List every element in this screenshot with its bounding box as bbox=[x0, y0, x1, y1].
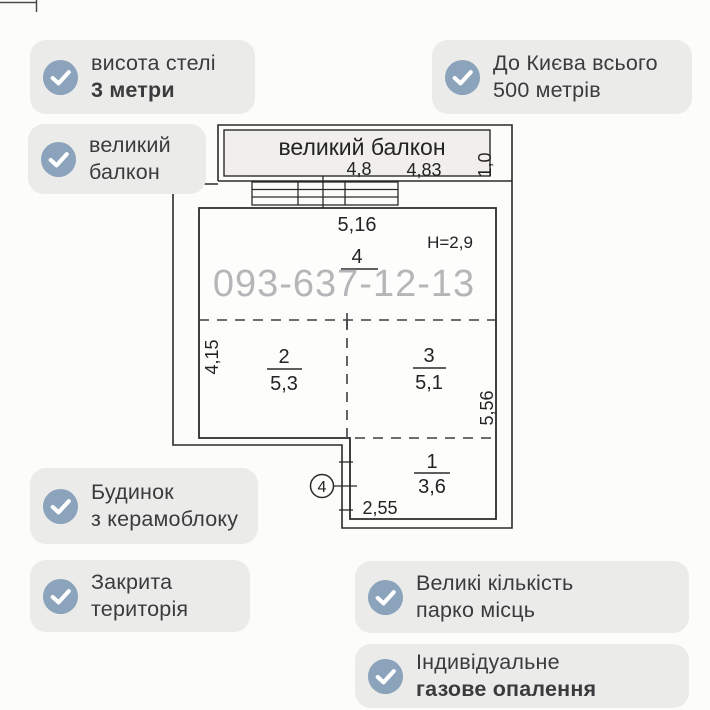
badge-closed-territory: Закрита територія bbox=[30, 560, 250, 632]
badge-kyiv-line2: 500 метрів bbox=[493, 78, 601, 102]
badge-balcony-line2: балкон bbox=[89, 160, 161, 184]
badge-ceiling-line1: висота стелі bbox=[91, 51, 216, 75]
badge-ceramic-house: Будинок з керамоблоку bbox=[30, 468, 258, 544]
room-1-area: 3,6 bbox=[418, 476, 446, 498]
badge-territory-line1: Закрита bbox=[91, 570, 173, 594]
badge-ceiling-text: висота стелі 3 метри bbox=[91, 50, 216, 104]
check-icon bbox=[42, 59, 79, 96]
ceiling-height-label: H=2,9 bbox=[427, 233, 473, 252]
badge-kyiv-line1: До Києва всього bbox=[493, 51, 658, 75]
check-icon bbox=[367, 658, 404, 695]
badge-ceiling-height: висота стелі 3 метри bbox=[30, 40, 255, 114]
check-icon bbox=[42, 578, 79, 615]
room-2-number: 2 bbox=[278, 346, 289, 368]
balcony-window bbox=[251, 176, 399, 217]
phone-watermark: 093-637-12-13 bbox=[213, 263, 475, 305]
badge-large-balcony: великий балкон bbox=[28, 124, 206, 194]
dim-bottom: 2,55 bbox=[362, 498, 397, 518]
badge-kyiv-distance: До Києва всього 500 метрів bbox=[432, 40, 692, 114]
check-icon bbox=[444, 59, 481, 96]
badge-parking-line1: Великі кількість bbox=[416, 571, 574, 595]
badge-parking-line2: парко місць bbox=[416, 598, 536, 622]
badge-territory-line2: територія bbox=[91, 597, 189, 621]
dim-right: 5,56 bbox=[477, 390, 497, 425]
room-2-area: 5,3 bbox=[270, 373, 298, 395]
badge-kyiv-text: До Києва всього 500 метрів bbox=[493, 50, 658, 104]
badge-heating-line1: Індивідуальне bbox=[416, 650, 560, 674]
badge-parking-text: Великі кількість парко місць bbox=[416, 570, 573, 624]
room-dividers bbox=[199, 313, 496, 439]
door-marker-number: 4 bbox=[318, 479, 327, 496]
check-icon bbox=[42, 488, 79, 525]
dim-balcony-w2: 4,83 bbox=[406, 160, 441, 180]
badge-balcony-line1: великий bbox=[89, 133, 171, 157]
check-icon bbox=[367, 579, 404, 616]
dim-left: 4,15 bbox=[202, 339, 222, 374]
room-3-number: 3 bbox=[423, 345, 434, 367]
badge-territory-text: Закрита територія bbox=[91, 569, 188, 623]
room-4-number: 4 bbox=[351, 246, 362, 268]
corner-mark bbox=[0, 0, 38, 12]
badge-gas-heating: Індивідуальне газове опалення bbox=[355, 644, 689, 708]
badge-heating-line2: газове опалення bbox=[416, 677, 597, 701]
door-marker-circle bbox=[309, 473, 335, 499]
badge-ceiling-line2: 3 метри bbox=[91, 78, 175, 102]
balcony-area bbox=[223, 129, 491, 177]
badge-parking: Великі кількість парко місць bbox=[355, 561, 689, 633]
badge-heating-text: Індивідуальне газове опалення bbox=[416, 649, 596, 703]
badge-balcony-text: великий балкон bbox=[89, 132, 171, 186]
dim-room-top: 5,16 bbox=[338, 214, 377, 236]
balcony-label: великий балкон bbox=[278, 134, 445, 160]
room-1-number: 1 bbox=[426, 451, 437, 473]
dim-balcony-depth: 1,0 bbox=[475, 152, 495, 177]
badge-house-line2: з керамоблоку bbox=[91, 507, 239, 531]
dim-balcony-w1: 4,8 bbox=[346, 159, 371, 179]
room-3-area: 5,1 bbox=[415, 372, 443, 394]
check-icon bbox=[40, 141, 77, 178]
badge-house-text: Будинок з керамоблоку bbox=[91, 479, 238, 533]
badge-house-line1: Будинок bbox=[91, 480, 174, 504]
door-openings bbox=[334, 461, 357, 511]
